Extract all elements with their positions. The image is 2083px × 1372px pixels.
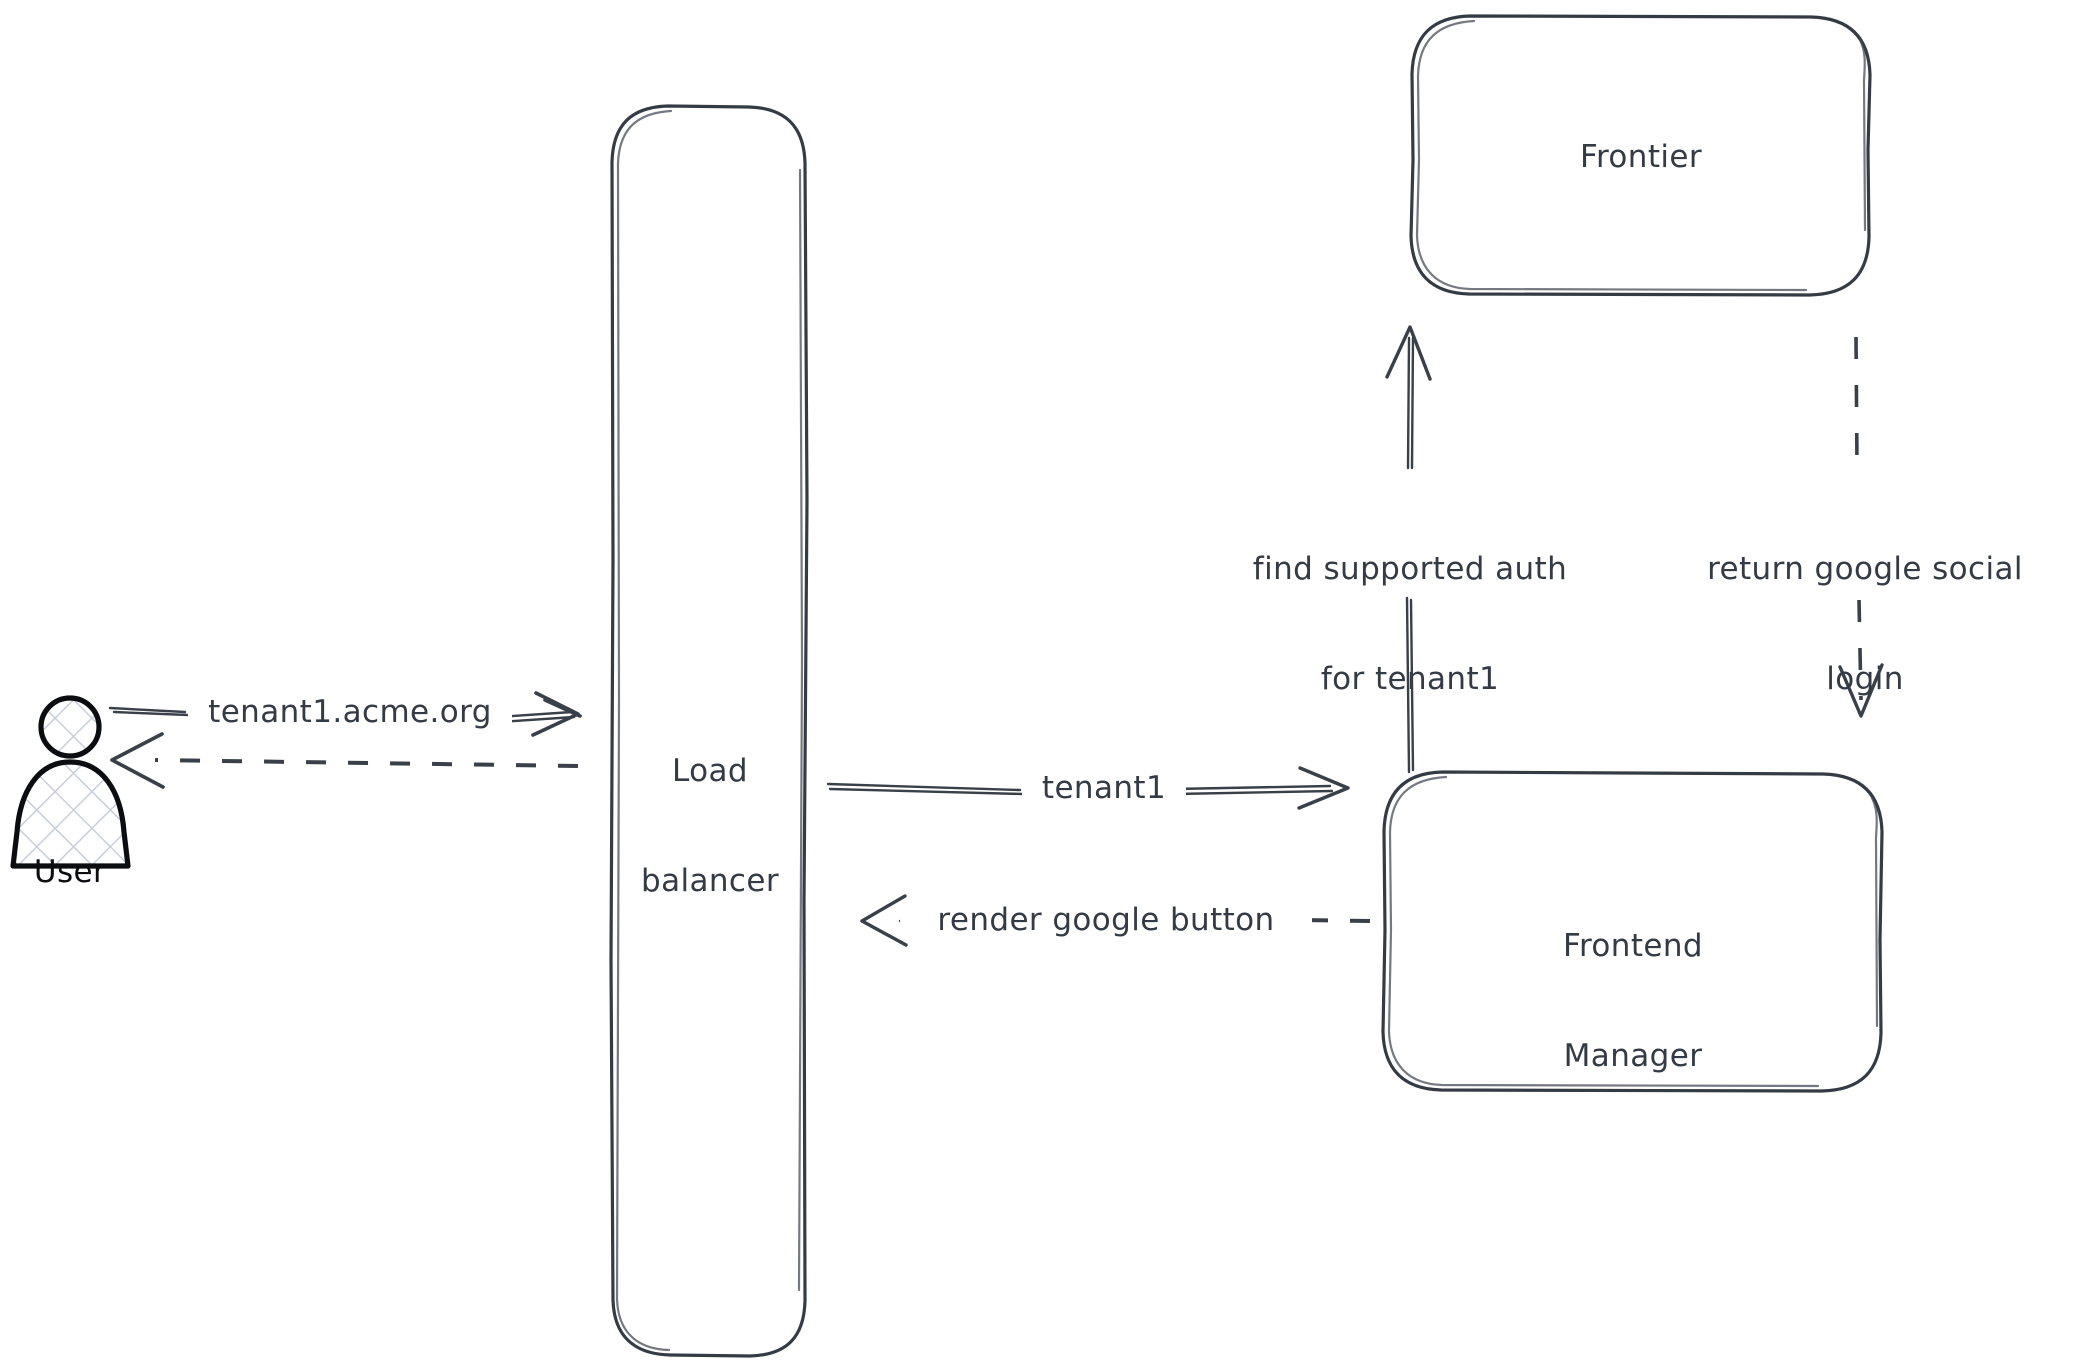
node-label-frontier: Frontier (1579, 139, 1703, 175)
node-load-balancer[interactable] (609, 104, 809, 1358)
edge-label-tenant1: tenant1 (1022, 770, 1186, 807)
node-label-load-balancer-line1: Load (672, 753, 748, 790)
edge-label-find-supported-auth: find supported auth for tenant1 (1200, 478, 1620, 771)
node-frontier[interactable] (1409, 14, 1872, 297)
edge-load-balancer-to-user (110, 732, 579, 789)
node-label-load-balancer-line2: balancer (641, 862, 779, 899)
node-label-user: User (33, 854, 107, 890)
edge-label-return-google-social-login-line2: login (1826, 660, 1904, 697)
edge-load-balancer-to-frontend-manager (826, 766, 1350, 810)
node-label-load-balancer: Load balancer (612, 680, 808, 973)
node-label-frontend-manager-line1: Frontend (1562, 928, 1703, 965)
edge-frontend-manager-to-frontier (1385, 325, 1432, 774)
node-frontend-manager[interactable] (1381, 770, 1884, 1093)
edge-label-find-supported-auth-line2: for tenant1 (1320, 660, 1500, 697)
node-label-frontend-manager-line2: Manager (1563, 1037, 1703, 1074)
edge-label-return-google-social-login-line1: return google social (1707, 551, 2023, 588)
edge-label-return-google-social-login: return google social login (1655, 478, 2075, 771)
edge-label-render-google-button: render google button (900, 902, 1312, 939)
edge-label-find-supported-auth-line1: find supported auth (1252, 551, 1568, 588)
node-user-actor[interactable] (10, 695, 131, 869)
edge-label-tenant1-acme-org: tenant1.acme.org (188, 694, 512, 731)
node-label-frontend-manager: Frontend Manager (1384, 855, 1882, 1148)
edge-frontier-to-frontend-manager (1838, 336, 1884, 718)
